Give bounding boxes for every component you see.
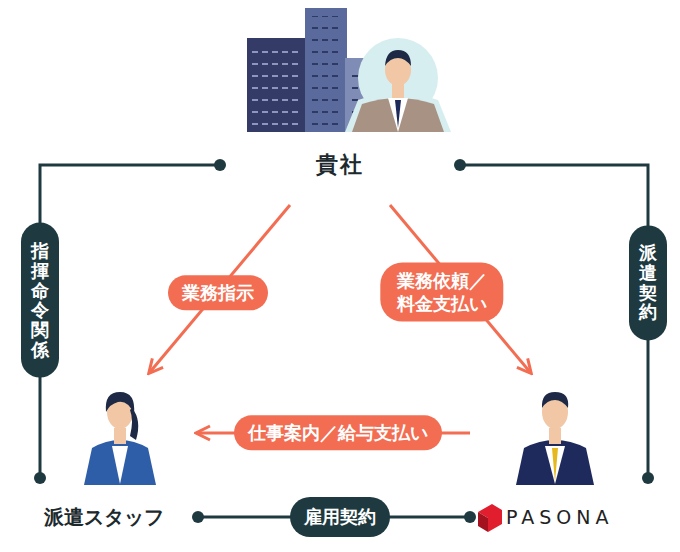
logo-mark bbox=[478, 504, 502, 532]
flow-arrow bbox=[150, 205, 290, 372]
actor-node: 貴社 bbox=[220, 0, 460, 205]
logo-text: PASONA bbox=[506, 506, 613, 528]
actor-name: 派遣スタッフ bbox=[44, 504, 164, 531]
end-dot bbox=[214, 159, 226, 171]
actor-name: 貴社 bbox=[316, 150, 364, 180]
end-dot bbox=[34, 472, 46, 484]
staff-person bbox=[84, 392, 156, 485]
end-dot bbox=[192, 511, 204, 523]
actor-node: 派遣スタッフ bbox=[40, 372, 198, 535]
end-dot bbox=[454, 159, 466, 171]
relation-line bbox=[40, 165, 220, 478]
relation-label: 指揮命令関係 bbox=[21, 223, 59, 378]
flow-label: 業務指示 bbox=[168, 275, 268, 310]
client-person bbox=[345, 38, 451, 132]
flow-label: 業務依頼／料金支払い bbox=[380, 263, 503, 322]
actor-node: PASONA bbox=[470, 372, 648, 535]
relation-label: 派遣契約 bbox=[629, 225, 667, 340]
flow-label: 仕事案内／給与支払い bbox=[234, 415, 442, 450]
end-dot bbox=[464, 511, 476, 523]
agency-person bbox=[516, 392, 594, 485]
relation-label: 雇用契約 bbox=[290, 497, 390, 537]
end-dot bbox=[642, 472, 654, 484]
relation-line bbox=[460, 165, 648, 478]
